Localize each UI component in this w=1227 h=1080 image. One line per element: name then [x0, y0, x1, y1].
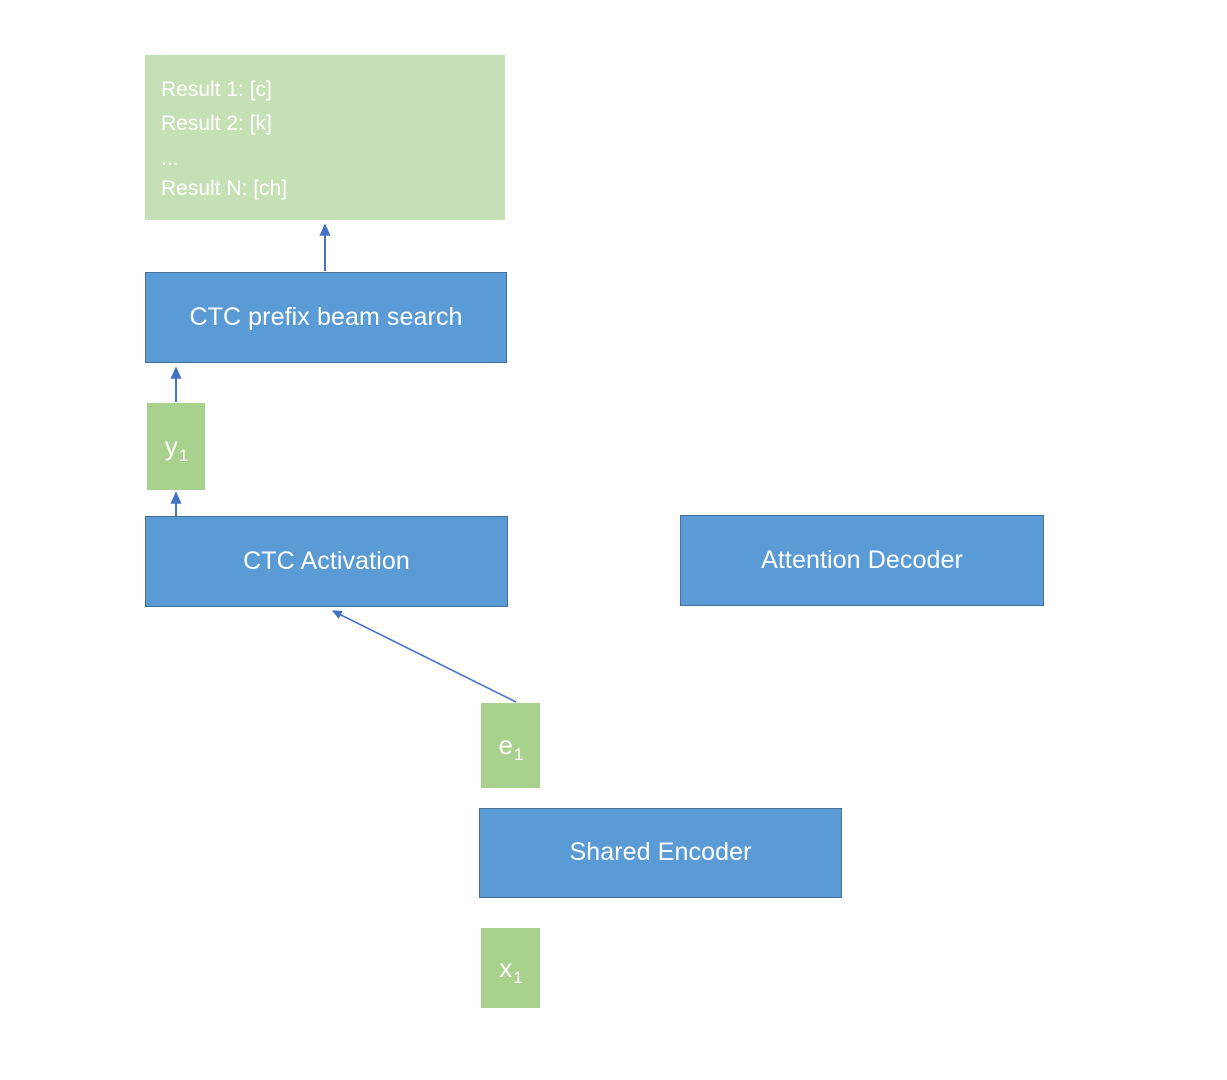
ctc-activation-box[interactable]: CTC Activation	[145, 516, 508, 607]
beam-search-label: CTC prefix beam search	[189, 302, 463, 331]
x1-node[interactable]: x1	[481, 928, 540, 1008]
result-line-ellipsis: ...	[161, 146, 179, 170]
attention-decoder-box[interactable]: Attention Decoder	[680, 515, 1044, 606]
shared-encoder-box[interactable]: Shared Encoder	[479, 808, 842, 898]
e1-label: e1	[498, 730, 524, 765]
beam-search-box[interactable]: CTC prefix beam search	[145, 272, 507, 363]
attention-decoder-label: Attention Decoder	[761, 545, 963, 574]
ctc-activation-label: CTC Activation	[243, 546, 410, 575]
result-line-n: Result N: [ch]	[161, 176, 288, 200]
result-line-1: Result 1: [c]	[161, 78, 272, 101]
y1-label: y1	[164, 431, 189, 466]
shared-encoder-label: Shared Encoder	[569, 838, 752, 867]
result-line-2: Result 2: [k]	[161, 112, 272, 136]
edge-e1-to-ctcactivation	[331, 610, 517, 703]
y1-node[interactable]: y1	[147, 403, 205, 490]
e1-node[interactable]: e1	[481, 703, 540, 788]
x1-label: x1	[499, 952, 523, 987]
results-panel: Result 1: [c] Result 2: [k] ... Result N…	[145, 55, 505, 220]
